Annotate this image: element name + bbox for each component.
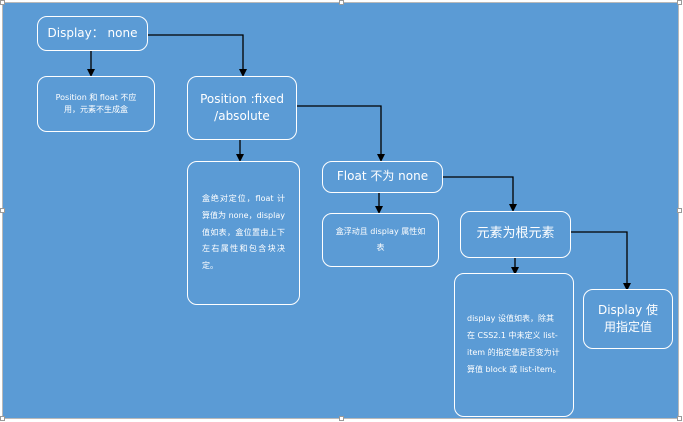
- node-absolute-box-description[interactable]: 盒绝对定位，float 计算值为 none，display 值如表，盒位置由上下…: [187, 161, 300, 305]
- node-position-fixed-absolute-label: Position :fixed /absolute: [200, 91, 284, 123]
- diagram-frame: [2, 2, 679, 419]
- resize-handle-bottom-right[interactable]: [677, 416, 682, 421]
- node-float-not-none[interactable]: Float 不为 none: [322, 161, 443, 193]
- node-display-specified-label: Display 使用指定值: [597, 302, 659, 334]
- resize-handle-top-left[interactable]: [0, 0, 5, 5]
- resize-handle-top-right[interactable]: [677, 0, 682, 5]
- node-float-box-description[interactable]: 盒浮动且 display 属性如表: [322, 213, 439, 267]
- node-float-not-none-label: Float 不为 none: [336, 169, 429, 184]
- node-position-float-not-applied-label: Position 和 float 不应用，元素不生成盒: [55, 93, 137, 114]
- node-position-float-not-applied[interactable]: Position 和 float 不应用，元素不生成盒: [37, 76, 155, 132]
- node-root-description-label: display 设值如表，除其在 CSS2.1 中未定义 list-item 的…: [467, 314, 561, 374]
- resize-handle-middle-left[interactable]: [0, 208, 5, 213]
- node-float-box-description-label: 盒浮动且 display 属性如表: [335, 227, 426, 252]
- resize-handle-bottom-left[interactable]: [0, 416, 5, 421]
- node-display-specified[interactable]: Display 使用指定值: [583, 289, 673, 349]
- resize-handle-middle-right[interactable]: [677, 208, 682, 213]
- node-root-description[interactable]: display 设值如表，除其在 CSS2.1 中未定义 list-item 的…: [454, 273, 574, 417]
- node-display-none-label: Display： none: [47, 25, 138, 40]
- resize-handle-bottom-center[interactable]: [339, 416, 344, 421]
- node-absolute-box-description-label: 盒绝对定位，float 计算值为 none，display 值如表，盒位置由上下…: [202, 194, 285, 271]
- node-root-element-label: 元素为根元素: [476, 226, 555, 242]
- node-position-fixed-absolute[interactable]: Position :fixed /absolute: [187, 76, 297, 140]
- node-root-element[interactable]: 元素为根元素: [460, 211, 571, 258]
- node-display-none[interactable]: Display： none: [37, 16, 148, 51]
- resize-handle-top-center[interactable]: [339, 0, 344, 5]
